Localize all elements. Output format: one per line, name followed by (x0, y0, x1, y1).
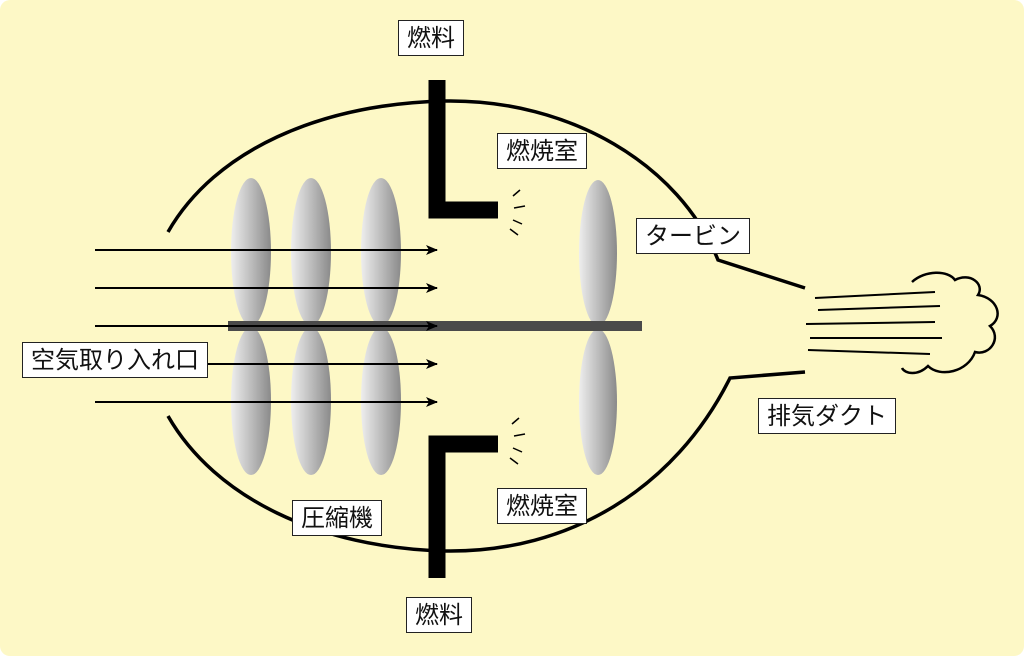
label-turbine: タービン (636, 218, 750, 254)
fuel-pipe-bottom (428, 435, 498, 578)
label-exhaust-duct: 排気ダクト (758, 398, 896, 434)
label-fuel-top: 燃料 (398, 20, 464, 56)
turbine-blade (579, 180, 617, 326)
flame-marks-top (509, 189, 526, 236)
fuel-pipe-top (428, 80, 498, 219)
compressor-blade (291, 178, 331, 326)
exhaust-cloud (900, 271, 999, 375)
label-combustor-top: 燃焼室 (497, 133, 587, 169)
compressor-blade (231, 178, 271, 326)
flame-marks-bottom (509, 417, 526, 465)
turbine-blades (579, 180, 617, 475)
turbine-blade (579, 329, 617, 475)
compressor-blade (361, 178, 401, 326)
label-fuel-bottom: 燃料 (406, 597, 472, 633)
label-compressor: 圧縮機 (292, 500, 382, 536)
label-air-intake: 空気取り入れ口 (22, 342, 208, 378)
exhaust-streaks (805, 291, 942, 355)
label-combustor-bottom: 燃焼室 (497, 488, 587, 524)
